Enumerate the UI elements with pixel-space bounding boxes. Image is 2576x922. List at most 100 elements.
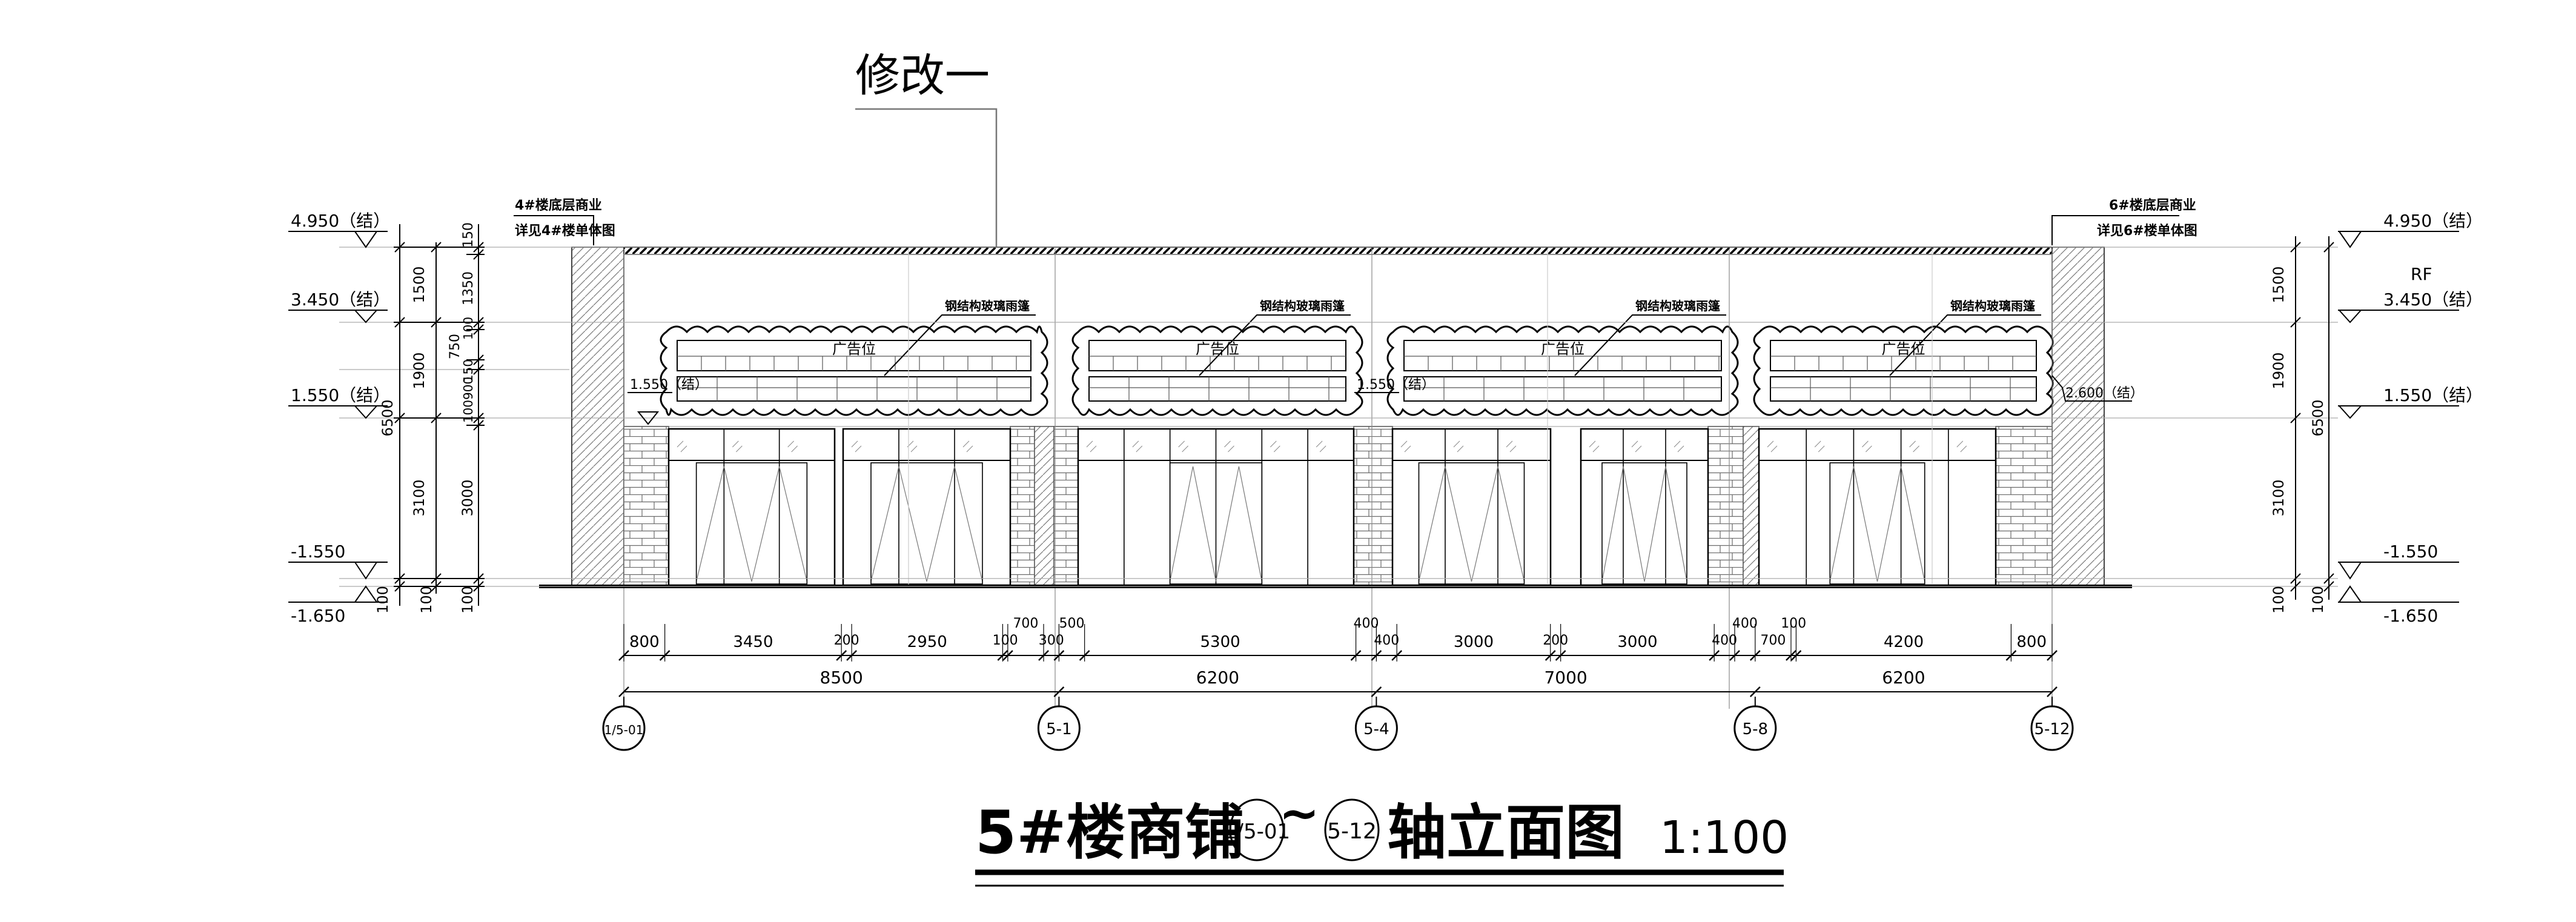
storefront-group [667,428,1997,586]
dim-row1-2: 200 [834,633,859,648]
dim-row2-tick-0 [618,686,629,697]
canopy-label-1: 钢结构玻璃雨篷 [945,299,1030,313]
vertical-dimensions-right: 1500 1900 3100 100 6500 100 [2270,236,2334,614]
dim-row2-2: 7000 [1544,668,1587,688]
storefront-door-6 [1829,462,1925,585]
axis-label-3: 5-4 [1363,720,1389,738]
brick-pier-5 [1353,426,1393,587]
level-right-ground: -1.550 [2383,542,2438,562]
dim-left-100c: 100 [418,586,435,614]
dim-left-3000: 3000 [459,479,476,516]
dim-row1-14: 400 [1712,633,1737,648]
level-left-mid: 1.550（结） [291,385,390,405]
canopy-1: 广告位 钢结构玻璃雨篷 [660,299,1048,416]
storefront-2 [842,428,1012,586]
dim-left-3100: 3100 [411,479,428,516]
axis-label-1: 1/5-01 [604,723,644,737]
level-right-upper: 3.450（结） [2383,290,2483,310]
dim-left-100: 100 [374,586,391,614]
dim-left-1900: 1900 [411,352,428,389]
dim-right-1900: 1900 [2270,352,2287,389]
brick-pier-7 [1743,426,1760,587]
dim-left-1500: 1500 [411,266,428,303]
storefront-6 [1758,428,1997,586]
storefront-door-2 [870,462,983,585]
dim-right-total: 6500 [2309,399,2326,436]
dim-row1-8: 5300 [1200,633,1240,651]
level-reference-lines [339,247,2338,587]
dim-row1-4: 100 [993,633,1018,648]
neighbor-left-line2: 详见4#楼单体图 [515,223,615,239]
level-right-base: -1.650 [2383,606,2438,626]
canopy-label-3: 钢结构玻璃雨篷 [1635,299,1721,313]
inline-level-a: 1.550（结） [630,377,708,393]
end-wall-left [571,247,624,587]
dim-row1-12: 200 [1543,633,1568,648]
brick-pier-2 [1010,426,1035,587]
title-axis-to-bubble: 5-12 [1324,798,1380,861]
brick-pier-6 [1707,426,1744,587]
ad-label-2: 广告位 [1196,340,1239,357]
title-scale: 1:100 [1660,812,1789,864]
end-wall-right [2051,247,2105,587]
dim-row2-tick-3 [1749,686,1761,697]
dim-left-total: 6500 [379,399,396,436]
neighbor-left-line1: 4#楼底层商业 [515,197,602,213]
axis-bubble-2: 5-1 [1037,697,1081,751]
level-right-rf: RF [2411,264,2432,284]
title-main: 5#楼商铺 [975,798,1244,867]
dim-right-3100: 3100 [2270,479,2287,516]
dim-row1-19: 800 [2016,633,2047,651]
dim-row2-tick-4 [2047,686,2058,697]
level-marks-left: 4.950（结） 3.450（结） 1.550（结） -1.550 -1.650 [288,211,390,626]
ad-label-1: 广告位 [832,340,876,357]
level-left-top: 4.950（结） [291,211,390,231]
revision-note: 修改一 [855,50,990,102]
dim-right-100: 100 [2270,586,2287,614]
dim-row1-0: 800 [629,633,660,651]
dim-left-100900: 100900 [461,377,475,423]
dim-row2-tick-1 [1053,686,1065,697]
level-left-upper: 3.450（结） [291,290,390,310]
axis-label-5: 5-12 [2034,720,2070,738]
axis-bubble-4: 5-8 [1733,697,1777,751]
level-right-top: 4.950（结） [2383,211,2483,231]
ad-label-4: 广告位 [1882,340,1925,357]
level-left-base: -1.650 [291,606,345,626]
dim-row2-1: 6200 [1196,668,1239,688]
dim-left-150b: 150 [461,359,475,382]
brick-pier-4 [1053,426,1079,587]
dim-row1-6: 300 [1039,633,1064,648]
vertical-dimensions-left: 1500 1900 3100 100 6500 150 1350 100 750… [374,222,485,614]
dim-row1-9: 400 [1353,616,1379,631]
neighbor-right-line2: 详见6#楼单体图 [2097,223,2197,239]
title-axis-from: 1/5-01 [1223,820,1290,844]
dim-row1-16: 700 [1760,633,1786,648]
title-suffix: 轴立面图 [1387,798,1624,867]
drawing-title: 5#楼商铺 1/5-01 ~ 5-12 轴立面图 1:100 [975,785,1789,887]
dim-left-1350: 1350 [461,271,476,305]
dim-row1-7: 500 [1059,616,1085,631]
title-tilde: ~ [1279,785,1319,841]
axis-bubble-3: 5-4 [1354,697,1398,751]
storefront-3 [1077,428,1355,586]
title-axis-to: 5-12 [1327,819,1377,844]
inline-level-b: 1.550（结） [1357,377,1435,393]
dim-row2-tick-2 [1371,686,1382,697]
brick-pier-1 [623,426,669,587]
canopy-label-4: 钢结构玻璃雨篷 [1950,299,2036,313]
dim-left-150: 150 [461,222,476,248]
axis-label-4: 5-8 [1743,720,1768,738]
ad-label-3: 广告位 [1541,340,1584,357]
axis-label-2: 5-1 [1046,720,1071,738]
dim-left-100b: 100 [459,586,476,614]
neighbor-note-right: 6#楼底层商业 详见6#楼单体图 [2051,197,2197,245]
axis-bubble-group: 1/5-01 5-1 5-4 5-8 5-12 [602,697,2074,751]
dim-row1-15: 400 [1732,616,1758,631]
dim-row1-11: 3000 [1454,633,1494,651]
axis-bubble-5: 5-12 [2030,697,2074,751]
